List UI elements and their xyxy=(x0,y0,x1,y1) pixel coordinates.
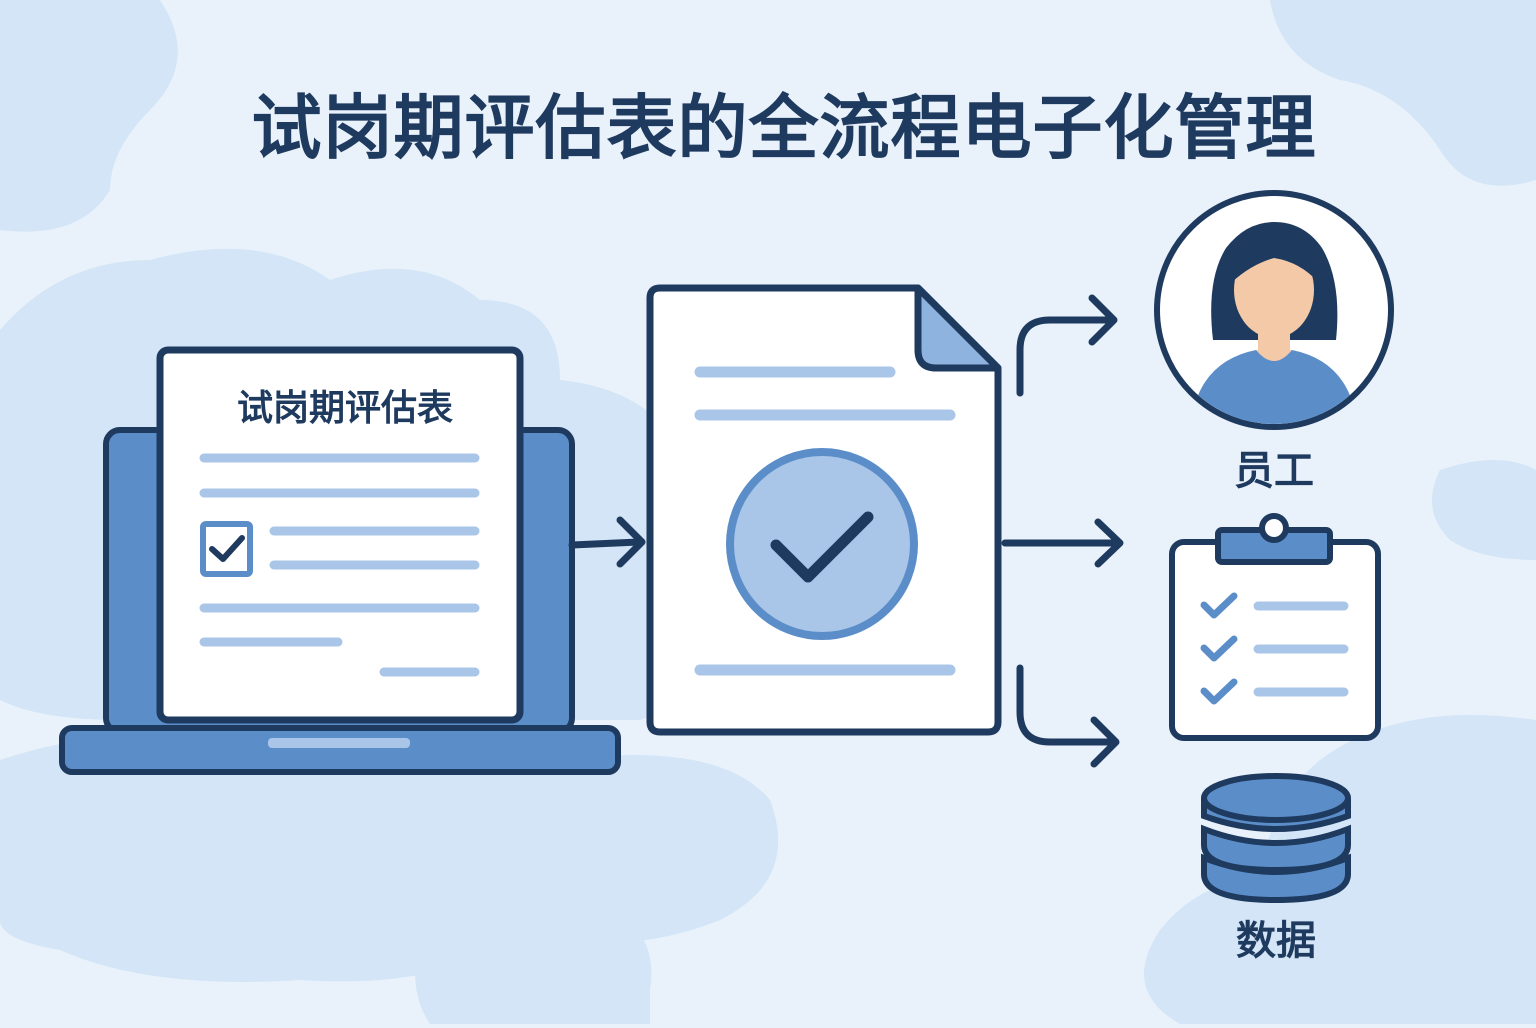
data-label: 数据 xyxy=(1236,918,1316,964)
approved-document-icon xyxy=(646,284,1002,736)
checkbox-icon xyxy=(200,521,253,577)
database-icon xyxy=(1201,773,1351,904)
arrow-to-checklist-icon xyxy=(1001,518,1124,568)
branch-arrows xyxy=(1001,294,1124,768)
form-lines xyxy=(199,453,480,677)
laptop-notch xyxy=(268,738,410,748)
laptop-base xyxy=(59,725,621,775)
arrow-right-icon xyxy=(568,516,646,568)
form-document-icon: 试岗期评估表 xyxy=(156,346,524,724)
arrow-to-database-icon xyxy=(1016,664,1120,768)
employee-label: 员工 xyxy=(1234,448,1314,494)
employee-avatar-icon xyxy=(1154,190,1394,430)
checklist-clipboard-icon xyxy=(1169,513,1381,741)
arrow-to-employee-icon xyxy=(1016,294,1118,397)
checkmark-circle-icon xyxy=(726,448,918,640)
form-title: 试岗期评估表 xyxy=(237,388,453,429)
page-title: 试岗期评估表的全流程电子化管理 xyxy=(251,87,1317,169)
